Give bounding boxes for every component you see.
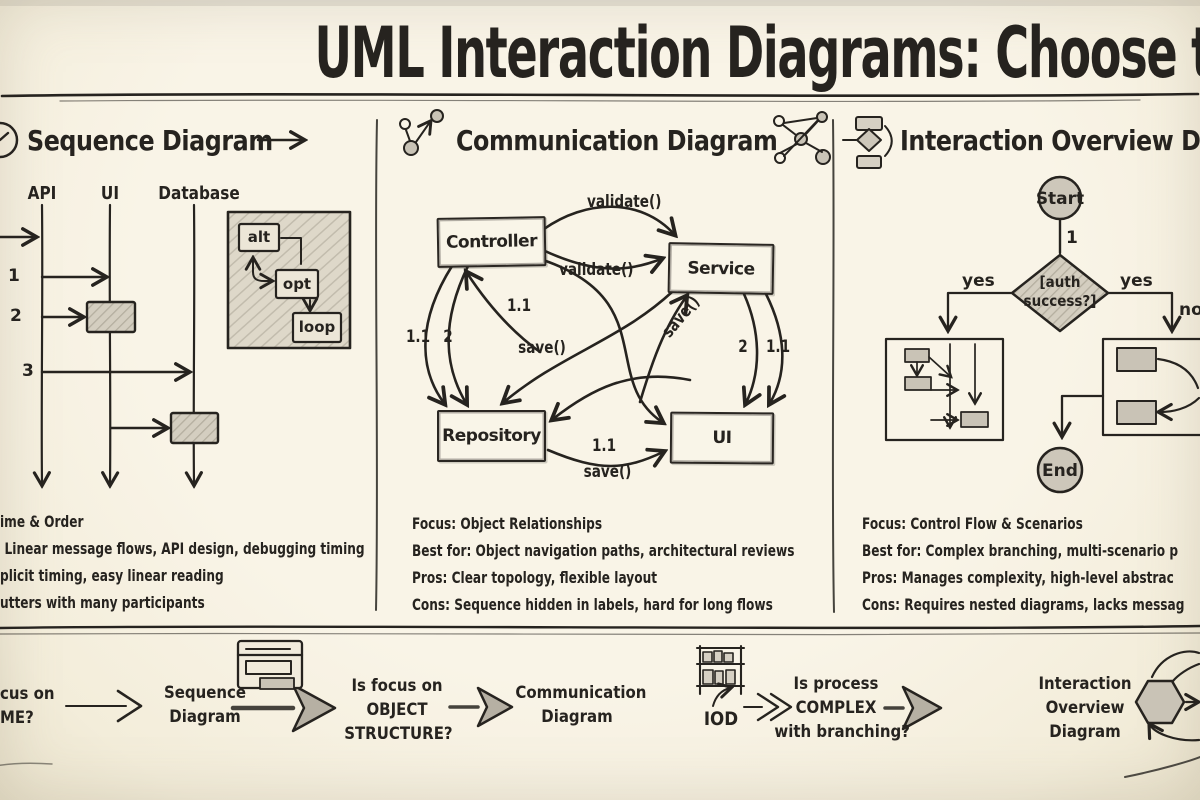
lifeline-label-api: API [27, 183, 57, 204]
col1-notes: ime & Order Linear message flows, API de… [0, 508, 365, 616]
branch-no-right: no [1179, 300, 1200, 320]
flow-step3-line3: Diagram [1049, 722, 1121, 742]
flow-iod-label: IOD [703, 708, 739, 730]
communication-arrows [424, 205, 782, 466]
sequence-lifelines [42, 203, 195, 484]
iod-left-frame [884, 337, 1005, 442]
iod-flowchart [948, 175, 1172, 494]
window-card-icon [236, 639, 304, 690]
object-ui: UI [669, 411, 775, 465]
flow-step-interaction-overview: Interaction Overview Diagram [1023, 672, 1146, 744]
branch-yes-right: yes [1120, 271, 1153, 291]
fragment-alt: alt [247, 228, 271, 246]
flow-q3-line1: Is process [793, 674, 879, 694]
label-save-bottom: save() [583, 462, 632, 482]
col1-note-pros: plicit timing, easy linear reading [0, 566, 224, 585]
col3-note-bestfor: Best for: Complex branching, multi-scena… [862, 541, 1179, 560]
flow-q1-line1: cus on [0, 684, 55, 704]
flow-question-object-structure: Is focus on OBJECT STRUCTURE? [344, 674, 453, 746]
message-number-3: 3 [22, 361, 34, 381]
col2-note-pros: Pros: Clear topology, flexible layout [412, 568, 658, 587]
flow-question-time: cus on ME? [0, 682, 55, 730]
decision-label: [auth success?] [1019, 273, 1102, 311]
decision-line1: [auth [1039, 273, 1081, 291]
object-controller: Controller [436, 216, 547, 268]
title-underline [0, 0, 1200, 103]
flow-step2-line1: Communication [515, 683, 647, 703]
label-11-left: 1.1 [405, 327, 431, 347]
step-1-label: 1 [1066, 228, 1078, 248]
col1-header: Sequence Diagram [27, 124, 273, 157]
object-service: Service [667, 242, 775, 295]
mini-flowchart-icon [842, 116, 893, 169]
col3-notes: Focus: Control Flow & Scenarios Best for… [862, 510, 1184, 618]
label-2-left: 2 [443, 327, 453, 347]
flow-q3-line2: COMPLEX [795, 698, 877, 718]
col3-note-cons: Cons: Requires nested diagrams, lacks me… [862, 595, 1185, 614]
lifeline-label-database: Database [158, 183, 240, 204]
flow-q3-line3: with branching? [774, 722, 910, 742]
label-11-bottom: 1.1 [591, 436, 617, 456]
flow-step1-line1: Sequence [163, 683, 247, 703]
flow-q2-line2: OBJECT [366, 700, 428, 720]
label-validate-mid: validate() [559, 260, 634, 280]
flow-step2-line2: Diagram [541, 707, 613, 727]
flow-q2-line3: STRUCTURE? [344, 724, 453, 744]
col1-note-focus: ime & Order [0, 512, 84, 531]
bottom-separator [0, 624, 1200, 636]
fragment-opt: opt [282, 275, 312, 293]
hexagon-network-icon [1124, 650, 1200, 778]
flow-step-communication: Communication Diagram [515, 681, 647, 729]
flow-step1-line2: Diagram [169, 707, 241, 727]
branch-yes-left: yes [962, 271, 995, 291]
column-dividers [375, 119, 835, 613]
bottom-flow-arrows [65, 683, 943, 733]
fragment-inset [226, 210, 352, 350]
stray-pencil-line [0, 762, 53, 767]
graph-nodes-icon [399, 109, 444, 156]
col2-note-bestfor: Best for: Object navigation paths, archi… [412, 541, 795, 560]
shelf-icon [695, 644, 746, 707]
clock-icon [0, 121, 19, 159]
col1-note-cons: utters with many participants [0, 593, 205, 612]
start-node-label: Start [1035, 189, 1085, 209]
iod-right-frame [1101, 337, 1200, 437]
label-11-inner: 1.1 [506, 296, 532, 316]
activation-boxes [85, 300, 220, 445]
end-node-label: End [1042, 461, 1078, 481]
col1-note-bestfor: Linear message flows, API design, debugg… [4, 539, 365, 558]
label-save-mid: save() [518, 338, 566, 358]
page-title: UML Interaction Diagrams: Choose the Rig… [314, 12, 1200, 94]
col2-notes: Focus: Object Relationships Best for: Ob… [412, 510, 794, 618]
flow-step-sequence: Sequence Diagram [152, 681, 258, 729]
label-validate-top: validate() [587, 192, 662, 212]
label-11-right: 1.1 [765, 337, 791, 357]
sequence-messages [0, 237, 188, 428]
network-icon [773, 111, 831, 165]
col2-note-cons: Cons: Sequence hidden in labels, hard fo… [412, 595, 773, 614]
fragment-loop: loop [298, 318, 336, 336]
flow-step3-line1: Interaction [1038, 674, 1132, 694]
lifeline-label-ui: UI [100, 183, 120, 204]
flow-question-complex: Is process COMPLEX with branching? [774, 672, 910, 744]
flow-step3-line2: Overview [1045, 698, 1125, 718]
decision-line2: success?] [1023, 292, 1097, 310]
message-number-2: 2 [10, 306, 22, 326]
col3-note-focus: Focus: Control Flow & Scenarios [862, 514, 1083, 533]
message-number-1: 1 [8, 266, 20, 286]
flow-q2-line1: Is focus on [351, 676, 443, 696]
col2-note-focus: Focus: Object Relationships [412, 514, 603, 533]
col2-header: Communication Diagram [456, 124, 778, 157]
object-repository: Repository [437, 410, 546, 462]
col3-note-pros: Pros: Manages complexity, high-level abs… [862, 568, 1174, 587]
flow-q1-line2: ME? [0, 708, 34, 728]
col3-header: Interaction Overview Diagram [900, 124, 1200, 157]
label-2-right: 2 [738, 337, 748, 357]
